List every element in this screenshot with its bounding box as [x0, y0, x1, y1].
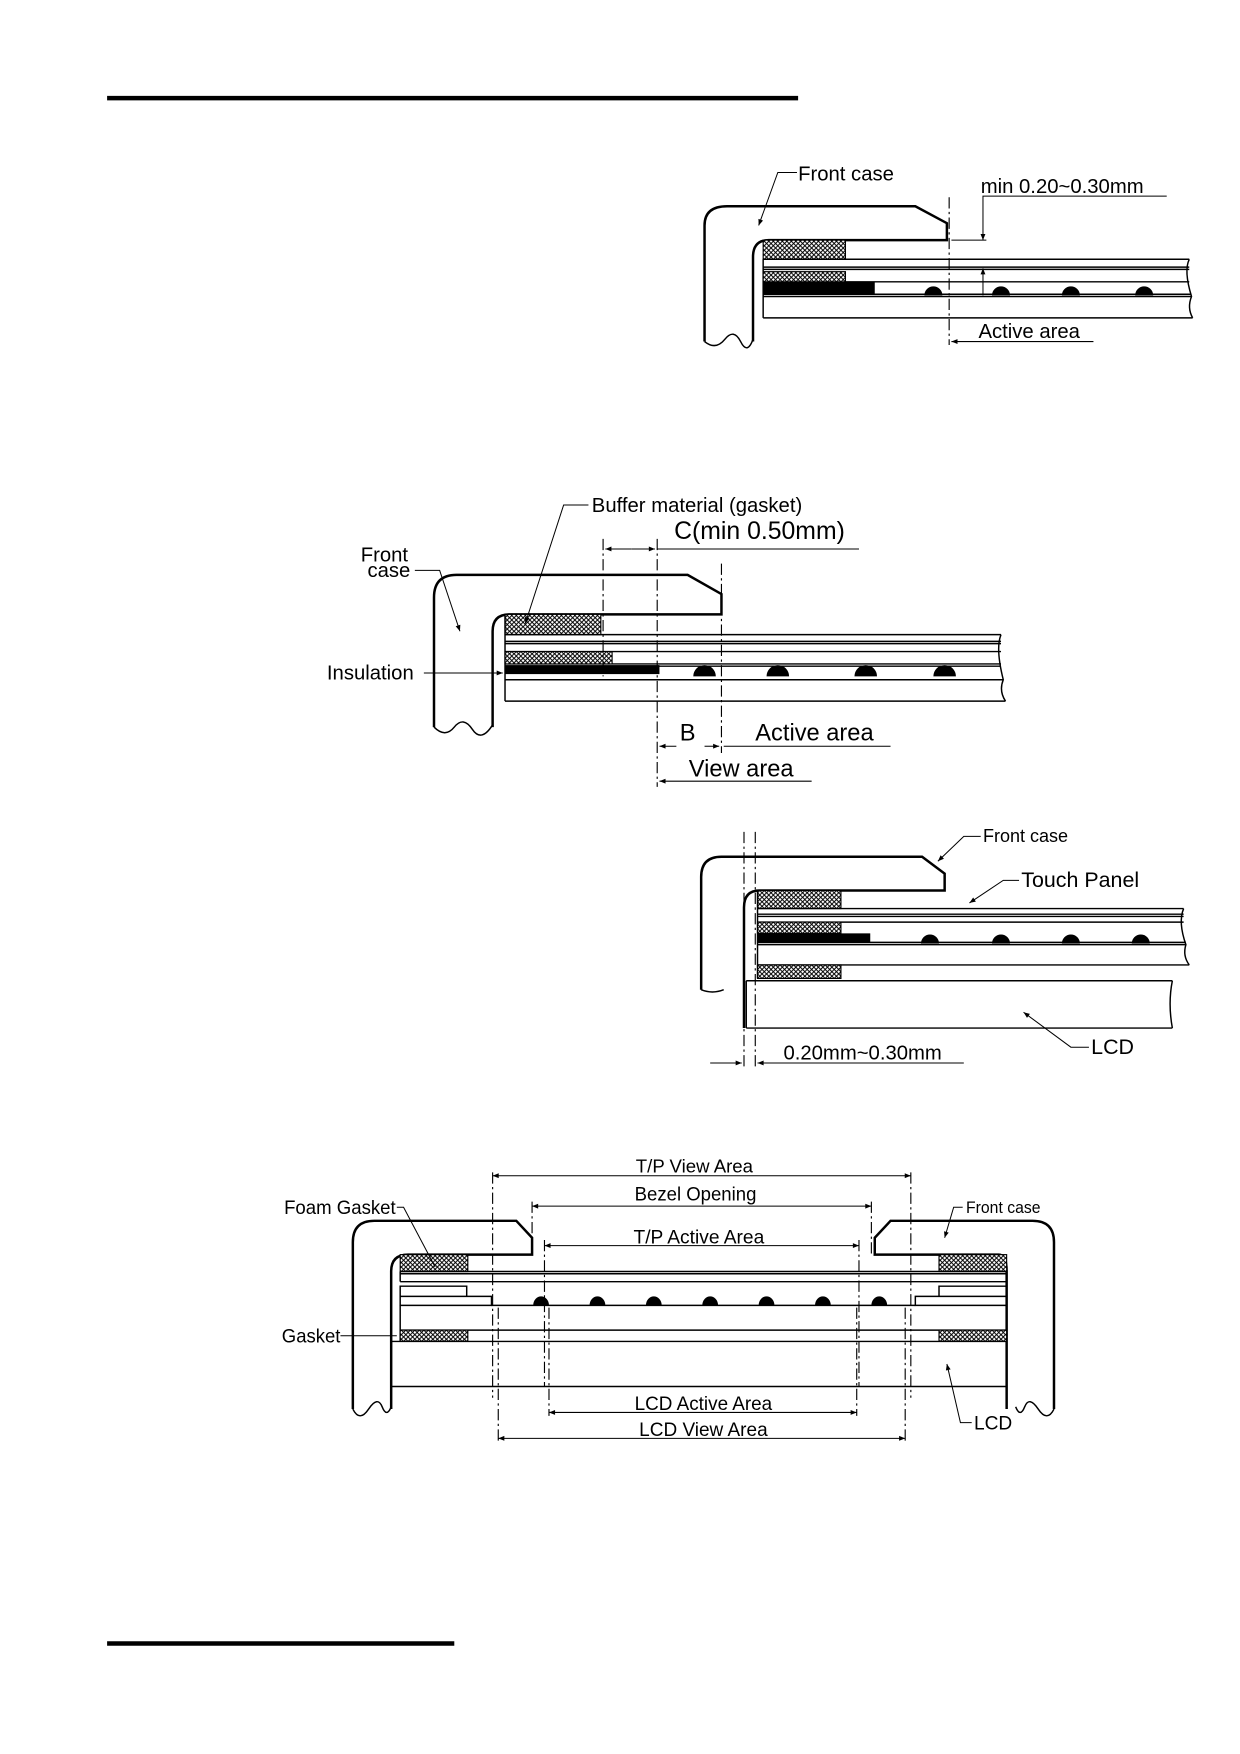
label-bezel: Bezel Opening — [635, 1185, 757, 1206]
label-gap: min 0.20~0.30mm — [981, 176, 1144, 198]
label-tp-view: T/P View Area — [636, 1156, 754, 1176]
diagram-2: Buffer material (gasket) C(min 0.50mm) F… — [327, 495, 1007, 787]
label-touch-panel: Touch Panel — [1021, 868, 1139, 892]
label-tp-active: T/P Active Area — [634, 1227, 765, 1248]
diagram-1: Front case min 0.20~0.30mm Active area — [703, 163, 1194, 349]
label-view-area: View area — [689, 757, 795, 783]
label-front: Front — [361, 544, 409, 566]
label-lcd-3: LCD — [1091, 1035, 1134, 1059]
label-case: case — [367, 560, 410, 582]
label-front-case: Front case — [798, 163, 894, 185]
label-front-case-4: Front case — [966, 1198, 1040, 1217]
label-buffer: Buffer material (gasket) — [592, 495, 802, 517]
label-clearance: C(min 0.50mm) — [674, 518, 845, 545]
label-front-case-3: Front case — [983, 826, 1068, 846]
label-gasket: Gasket — [282, 1327, 341, 1348]
diagram-3: Front case Touch Panel LCD 0.20mm~0.30mm — [699, 826, 1190, 1069]
label-active-area: Active area — [978, 321, 1080, 343]
label-lcd-active: LCD Active Area — [635, 1394, 773, 1415]
label-lcd-view: LCD View Area — [639, 1420, 768, 1441]
label-b: B — [680, 721, 696, 747]
label-active-area-2: Active area — [755, 721, 874, 747]
label-lcd-4: LCD — [974, 1413, 1012, 1434]
label-foam-gasket: Foam Gasket — [284, 1198, 396, 1219]
label-gap-3: 0.20mm~0.30mm — [783, 1043, 941, 1065]
label-insulation: Insulation — [327, 663, 414, 685]
diagram-4: T/P View Area Bezel Opening T/P Active A… — [282, 1156, 1056, 1443]
